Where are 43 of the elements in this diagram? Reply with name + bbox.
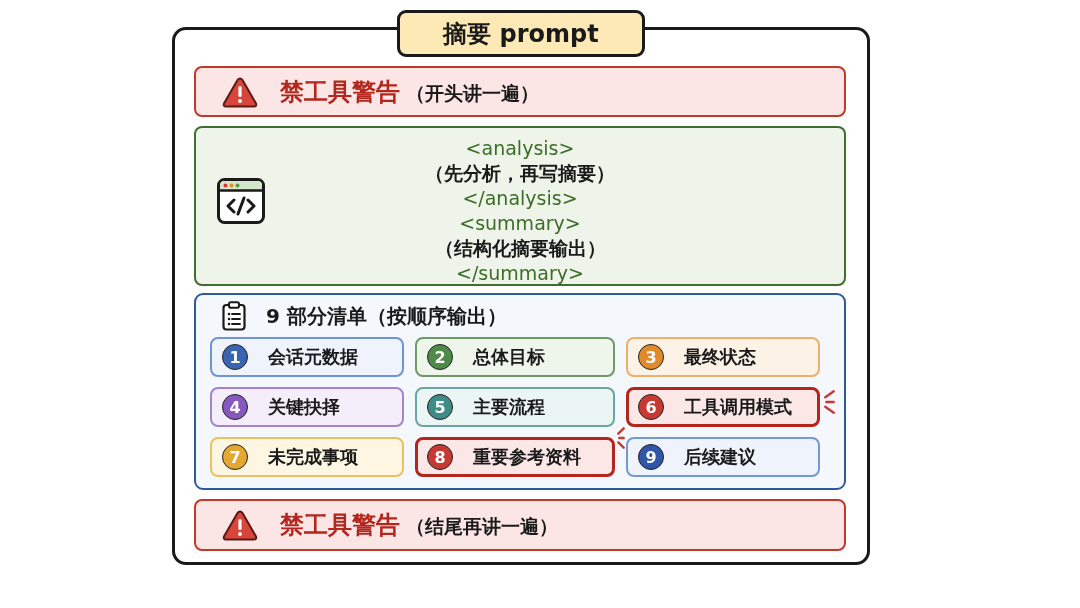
checklist-item [210, 387, 404, 427]
step-number: 5 [427, 394, 453, 420]
warning-banner [194, 499, 846, 551]
item-label: 工具调用模式 [684, 395, 792, 419]
checklist-item [415, 337, 615, 377]
warning-banner [194, 66, 846, 117]
step-number: 2 [427, 344, 453, 370]
checklist-item [626, 337, 820, 377]
instruction-text: （结构化摘要输出） [434, 236, 606, 261]
checklist-item [626, 437, 820, 477]
step-number: 8 [427, 444, 453, 470]
item-label: 主要流程 [473, 395, 545, 419]
item-label: 会话元数据 [268, 345, 358, 369]
instruction-text: （先分析，再写摘要） [425, 161, 615, 186]
item-label: 总体目标 [473, 345, 545, 369]
step-number: 1 [222, 344, 248, 370]
code-panel [194, 126, 846, 286]
code-tag: <analysis> [465, 136, 575, 161]
code-tag: </summary> [456, 261, 584, 286]
item-label: 后续建议 [684, 445, 756, 469]
title-tab: 摘要 prompt [397, 10, 645, 57]
checklist-item [210, 337, 404, 377]
checklist-item [415, 437, 615, 477]
code-tag: </analysis> [462, 186, 578, 211]
item-label: 关键抉择 [268, 395, 340, 419]
checklist-item [415, 387, 615, 427]
warning-note: （结尾再讲一遍） [406, 514, 558, 539]
code-tag: <summary> [459, 211, 581, 236]
checklist-item [210, 437, 404, 477]
checklist-item [626, 387, 820, 427]
step-number: 7 [222, 444, 248, 470]
step-number: 9 [638, 444, 664, 470]
step-number: 3 [638, 344, 664, 370]
item-label: 重要参考资料 [473, 445, 581, 469]
checklist-panel [194, 293, 846, 490]
item-label: 最终状态 [684, 345, 756, 369]
step-number: 6 [638, 394, 664, 420]
checklist-heading: 9 部分清单（按顺序输出） [266, 303, 507, 329]
item-label: 未完成事项 [268, 445, 358, 469]
warning-note: （开头讲一遍） [406, 80, 539, 106]
warning-heading: 禁工具警告 [280, 76, 400, 107]
step-number: 4 [222, 394, 248, 420]
warning-heading: 禁工具警告 [280, 510, 400, 540]
